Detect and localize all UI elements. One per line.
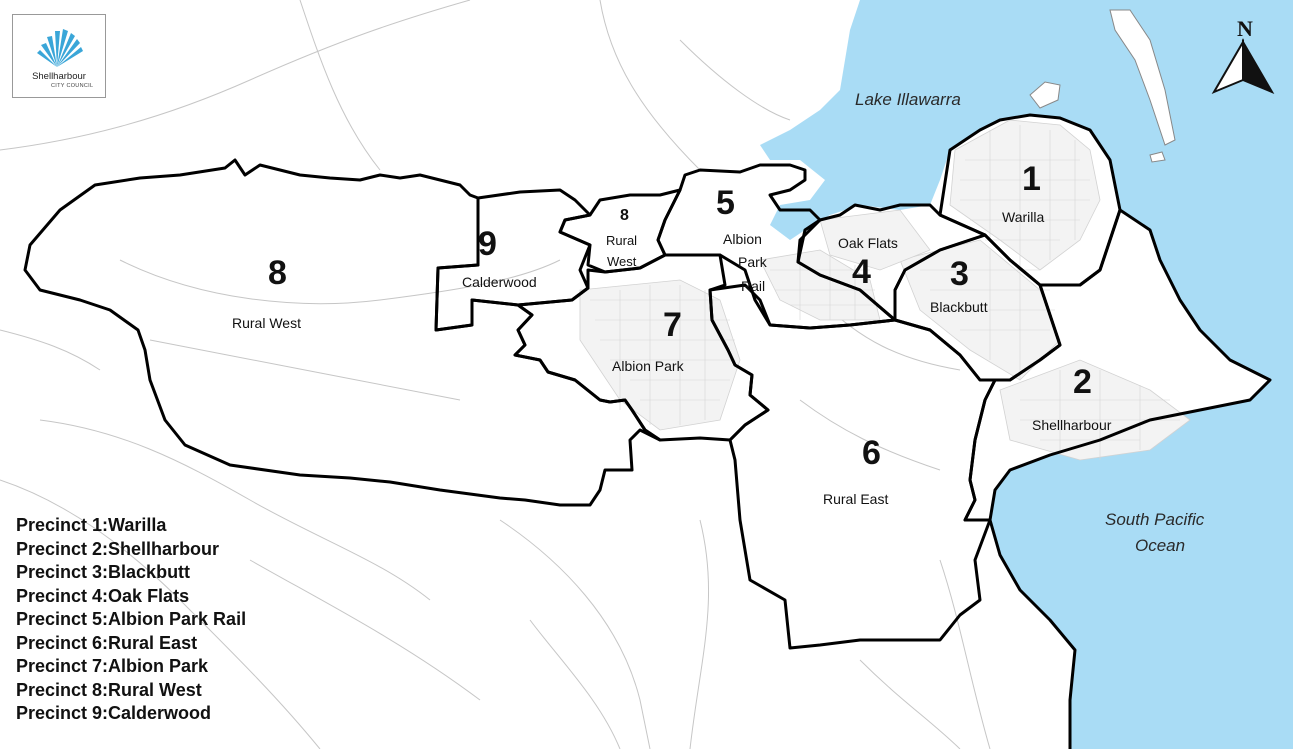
boundary-precinct-7 xyxy=(513,253,770,442)
council-logo: Shellharbour CITY COUNCIL xyxy=(12,14,106,98)
logo-name: Shellharbour xyxy=(32,71,86,82)
precinct-boundaries xyxy=(23,113,1272,749)
precinct-8-number: 8 xyxy=(268,254,287,292)
lake-label: Lake Illawarra xyxy=(855,90,961,109)
boundary-precinct-9 xyxy=(434,188,592,332)
precinct-7-name: Albion Park xyxy=(612,358,685,374)
precinct-4-number: 4 xyxy=(852,253,871,291)
precinct-8-small-name-line2: West xyxy=(607,254,637,269)
north-label: N xyxy=(1237,16,1253,41)
north-arrow-icon: N xyxy=(1211,16,1275,95)
precinct-3-number: 3 xyxy=(950,255,969,293)
legend-item: Precinct 4:Oak Flats xyxy=(16,585,190,606)
island-small xyxy=(1149,151,1166,163)
legend-item: Precinct 9:Calderwood xyxy=(16,703,212,723)
precinct-2-number: 2 xyxy=(1073,363,1092,401)
precinct-8-name: Rural West xyxy=(232,315,301,331)
legend-item: Precinct 7:Albion Park xyxy=(16,656,209,676)
precinct-9-name: Calderwood xyxy=(462,274,537,290)
precinct-5-name-line3: Rail xyxy=(741,278,765,294)
precinct-3-name: Blackbutt xyxy=(930,299,988,315)
boundary-precinct-2 xyxy=(963,208,1272,522)
ocean-label-line1: South Pacific xyxy=(1105,510,1205,529)
water-bodies xyxy=(760,0,1293,749)
precinct-1-number: 1 xyxy=(1022,160,1041,198)
legend-item: Precinct 1:Warilla xyxy=(16,515,167,535)
legend-item: Precinct 5:Albion Park Rail xyxy=(16,609,247,629)
precinct-1-name: Warilla xyxy=(1002,209,1044,225)
precinct-8-small-number: 8 xyxy=(620,207,629,224)
boundary-precinct-8 xyxy=(23,158,662,507)
southern-coast-land xyxy=(975,520,1075,749)
legend-item: Precinct 6:Rural East xyxy=(16,632,198,653)
ocean xyxy=(760,0,1293,749)
legend-item: Precinct 3:Blackbutt xyxy=(16,562,191,582)
ocean-label-line2: Ocean xyxy=(1135,536,1185,555)
precinct-2-name: Shellharbour xyxy=(1032,417,1112,433)
sandbar xyxy=(1109,9,1176,146)
road-network xyxy=(0,0,991,749)
precinct-4-name: Oak Flats xyxy=(838,235,898,251)
shell-logo-icon xyxy=(37,29,83,67)
precinct-7-number: 7 xyxy=(663,306,682,344)
urban-grid-lines xyxy=(590,125,1180,460)
precinct-5-name-line2: Park xyxy=(738,254,768,270)
precinct-legend: Precinct 1:Warilla Precinct 2:Shellharbo… xyxy=(16,514,246,726)
precinct-8-small-name-line1: Rural xyxy=(606,233,637,248)
boundary-south-coast xyxy=(988,519,1077,749)
logo-subtitle: CITY COUNCIL xyxy=(51,83,94,89)
island xyxy=(1029,81,1061,109)
boundary-precinct-1 xyxy=(938,113,1122,287)
precinct-5-number: 5 xyxy=(716,184,735,222)
legend-item: Precinct 2:Shellharbour xyxy=(16,538,220,559)
boundary-precinct-6 xyxy=(708,283,997,650)
legend-item: Precinct 8:Rural West xyxy=(16,679,202,700)
precinct-9-number: 9 xyxy=(478,225,497,263)
precinct-5-name-line1: Albion xyxy=(723,231,762,247)
north-arrow: N xyxy=(1206,14,1280,96)
precinct-6-name: Rural East xyxy=(823,491,888,507)
precinct-6-number: 6 xyxy=(862,434,881,472)
